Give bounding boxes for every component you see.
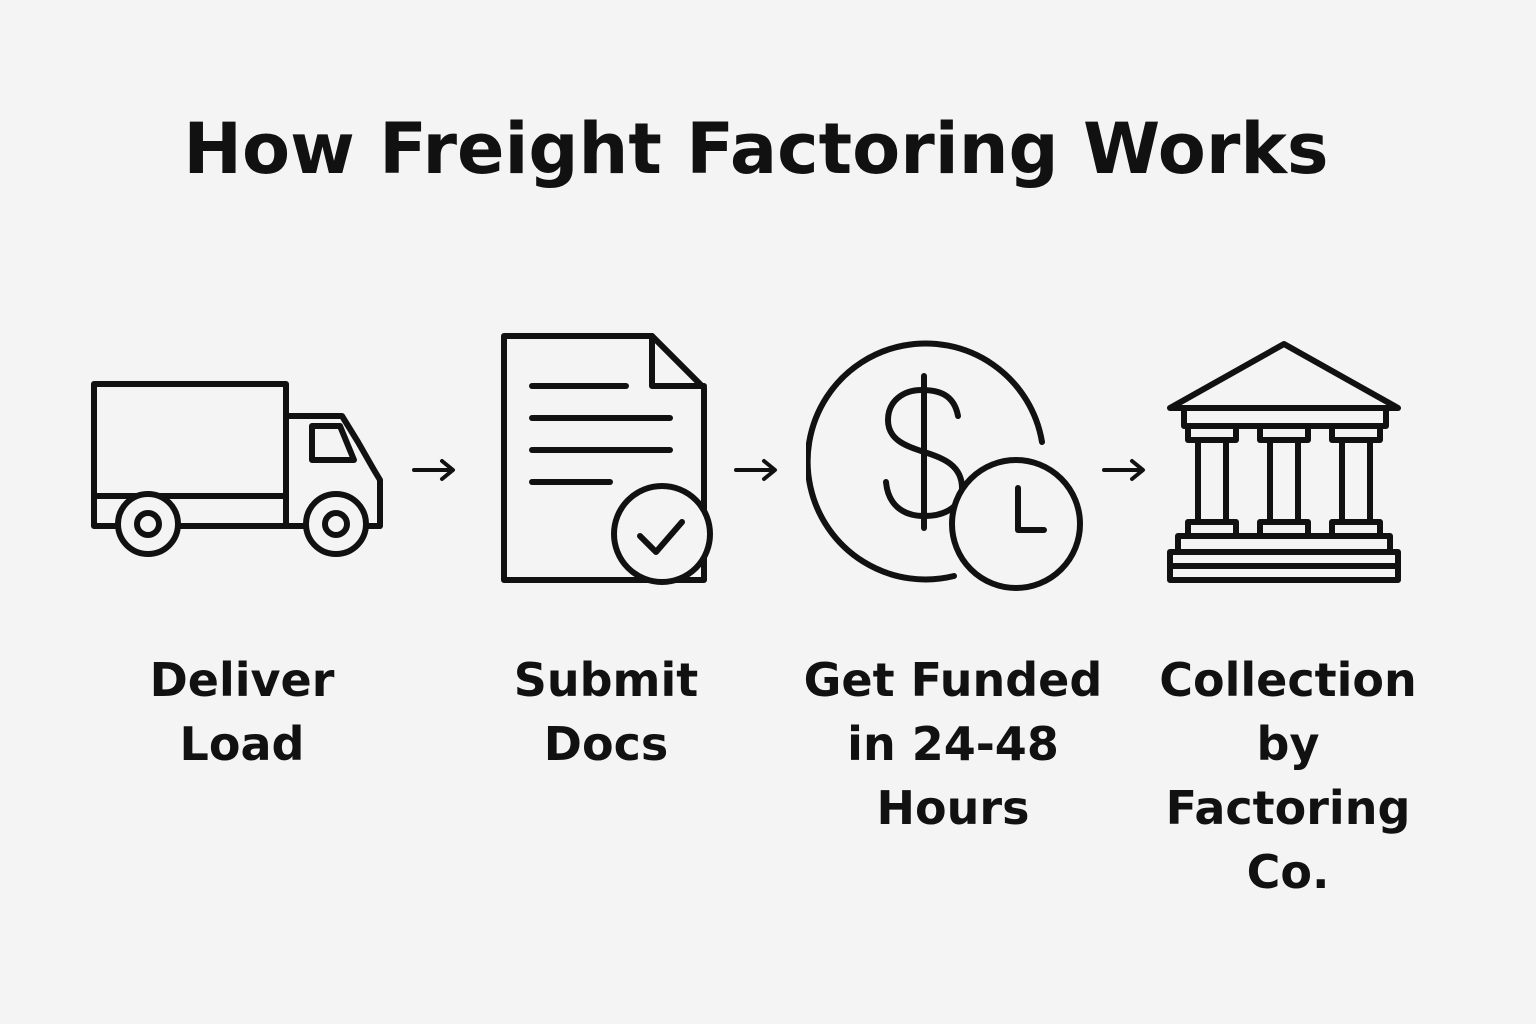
bank-icon: [1164, 336, 1408, 588]
step-label: Collection by Factoring Co.: [1159, 653, 1417, 899]
arrow-right-icon: [410, 456, 458, 484]
dollar-clock-icon: [806, 332, 1090, 594]
arrow-right-icon: [1100, 456, 1148, 484]
truck-icon: [86, 376, 392, 564]
step-label: Get Funded in 24-48 Hours: [803, 653, 1103, 835]
arrow-right-icon: [732, 456, 780, 484]
step-label: Deliver Load: [149, 653, 335, 771]
step-label: Submit Docs: [513, 653, 699, 771]
diagram-title: How Freight Factoring Works: [183, 108, 1329, 190]
document-check-icon: [492, 332, 718, 588]
